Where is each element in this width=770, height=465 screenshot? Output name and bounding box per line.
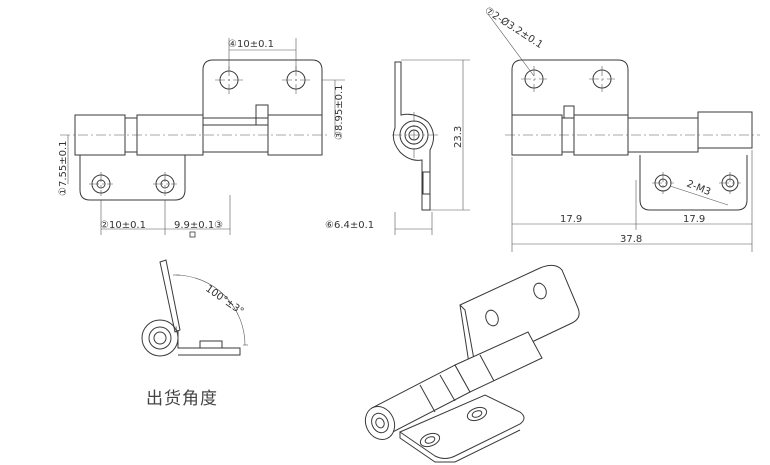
rear-view bbox=[487, 13, 760, 252]
dim-top-spacing: ④10±0.1 bbox=[228, 39, 274, 50]
isometric-view bbox=[364, 264, 580, 463]
dim-bottom-mid-spacing: 9.9±0.1③ bbox=[174, 220, 223, 231]
dim-left-width: 17.9 bbox=[560, 214, 582, 225]
dim-left-height: ①7.55±0.1 bbox=[58, 140, 69, 196]
dim-bottom-left-spacing: ②10±0.1 bbox=[100, 220, 146, 231]
dim-angle: 100°±3° bbox=[203, 283, 245, 317]
front-view bbox=[60, 38, 345, 238]
angle-view bbox=[141, 259, 248, 357]
dim-hole-diameter: ⑦2-Ø3.2±0.1 bbox=[482, 4, 545, 51]
dim-side-width: ⑥6.4±0.1 bbox=[325, 220, 374, 231]
dim-right-height: ③8.95±0.1 bbox=[334, 84, 345, 140]
dim-right-width: 17.9 bbox=[683, 214, 705, 225]
side-view bbox=[392, 59, 470, 235]
caption-shipping-angle: 出货角度 bbox=[146, 389, 218, 409]
dim-total-width: 37.8 bbox=[620, 234, 642, 245]
dim-side-height: 23.3 bbox=[453, 126, 464, 148]
